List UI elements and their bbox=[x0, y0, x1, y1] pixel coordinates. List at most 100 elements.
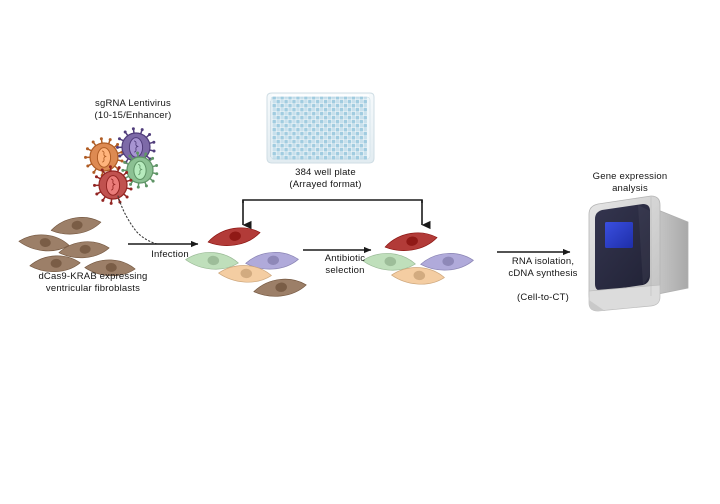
well bbox=[320, 148, 324, 152]
well bbox=[343, 136, 348, 140]
well bbox=[327, 112, 332, 116]
well bbox=[331, 120, 336, 124]
well bbox=[272, 104, 276, 108]
cell-nucleus bbox=[105, 263, 117, 272]
well bbox=[351, 100, 356, 104]
well bbox=[272, 112, 276, 116]
source-fibroblast-cluster bbox=[18, 217, 136, 277]
well bbox=[296, 96, 300, 100]
virus-rna bbox=[110, 178, 116, 191]
well bbox=[363, 104, 367, 108]
well bbox=[312, 116, 316, 120]
well bbox=[363, 144, 367, 148]
well bbox=[327, 136, 332, 140]
well bbox=[304, 112, 308, 116]
well bbox=[276, 104, 280, 108]
well bbox=[355, 148, 360, 152]
well bbox=[347, 136, 352, 140]
well bbox=[347, 124, 352, 128]
well bbox=[359, 148, 363, 152]
well bbox=[292, 128, 296, 132]
cell-nucleus bbox=[442, 256, 455, 266]
well bbox=[335, 128, 340, 132]
well bbox=[331, 104, 336, 108]
well bbox=[284, 156, 288, 160]
well bbox=[296, 144, 300, 148]
well bbox=[296, 136, 300, 140]
well bbox=[323, 132, 328, 136]
well bbox=[304, 136, 308, 140]
well bbox=[327, 144, 332, 148]
well bbox=[316, 116, 320, 120]
well bbox=[280, 144, 284, 148]
well bbox=[304, 104, 308, 108]
cell-nucleus bbox=[71, 220, 83, 230]
well bbox=[300, 148, 304, 152]
well bbox=[304, 144, 308, 148]
well bbox=[312, 148, 316, 152]
well bbox=[296, 100, 300, 104]
well bbox=[288, 148, 292, 152]
well bbox=[284, 116, 288, 120]
well bbox=[316, 144, 320, 148]
well bbox=[327, 100, 332, 104]
well bbox=[343, 132, 348, 136]
well bbox=[312, 152, 316, 156]
well bbox=[355, 108, 360, 112]
well bbox=[363, 108, 367, 112]
fibroblast-1 bbox=[50, 217, 102, 235]
well bbox=[323, 124, 328, 128]
well bbox=[276, 132, 280, 136]
well bbox=[280, 116, 284, 120]
well bbox=[300, 128, 304, 132]
well bbox=[272, 128, 276, 132]
well bbox=[331, 140, 336, 144]
well bbox=[316, 128, 320, 132]
well bbox=[335, 108, 340, 112]
well bbox=[272, 120, 276, 124]
well bbox=[296, 108, 300, 112]
well bbox=[280, 156, 284, 160]
virus-green bbox=[121, 151, 159, 189]
plate-distribution-bracket bbox=[242, 199, 431, 230]
well bbox=[308, 152, 312, 156]
well bbox=[320, 132, 324, 136]
well bbox=[300, 120, 304, 124]
well bbox=[363, 132, 367, 136]
infected-cell-cluster bbox=[185, 227, 307, 297]
well bbox=[296, 116, 300, 120]
well bbox=[355, 100, 360, 104]
well bbox=[284, 124, 288, 128]
well bbox=[292, 132, 296, 136]
well bbox=[331, 144, 336, 148]
well bbox=[359, 96, 363, 100]
well bbox=[323, 104, 328, 108]
well bbox=[363, 120, 367, 124]
well bbox=[320, 140, 324, 144]
well bbox=[343, 148, 348, 152]
well bbox=[284, 128, 288, 132]
well bbox=[339, 108, 344, 112]
well bbox=[363, 140, 367, 144]
well bbox=[339, 116, 344, 120]
well bbox=[351, 148, 356, 152]
well bbox=[284, 112, 288, 116]
well bbox=[331, 136, 336, 140]
well bbox=[343, 96, 348, 100]
well bbox=[339, 152, 344, 156]
well bbox=[272, 132, 276, 136]
well bbox=[359, 124, 363, 128]
well bbox=[308, 140, 312, 144]
well bbox=[272, 140, 276, 144]
well bbox=[359, 104, 363, 108]
well bbox=[335, 148, 340, 152]
well bbox=[351, 132, 356, 136]
well bbox=[355, 140, 360, 144]
well bbox=[355, 156, 360, 160]
well bbox=[304, 156, 308, 160]
well bbox=[355, 152, 360, 156]
well bbox=[331, 124, 336, 128]
well bbox=[339, 140, 344, 144]
well bbox=[304, 100, 308, 104]
well bbox=[300, 144, 304, 148]
